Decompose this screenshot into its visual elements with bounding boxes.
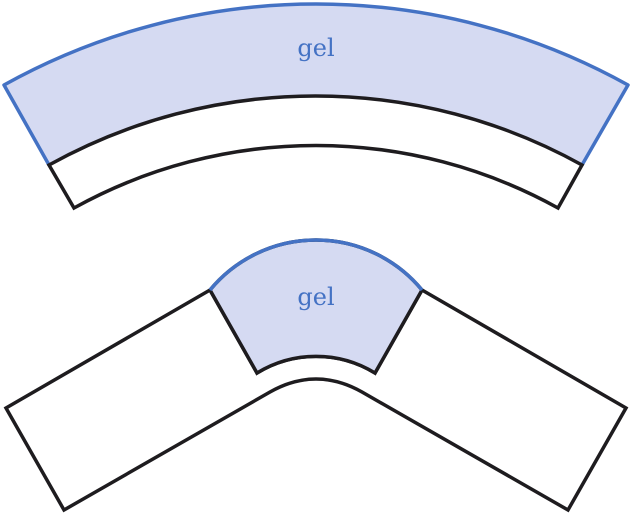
top-gel-label: gel xyxy=(297,34,334,62)
bottom-gel-outer-edge xyxy=(208,238,424,292)
top-figure: gel xyxy=(2,2,630,211)
top-gel-layer xyxy=(4,4,628,165)
top-gel-outer-edge xyxy=(2,2,630,166)
top-substrate xyxy=(46,94,585,211)
bottom-figure: gel xyxy=(3,238,629,513)
bottom-gel-label: gel xyxy=(297,283,334,311)
